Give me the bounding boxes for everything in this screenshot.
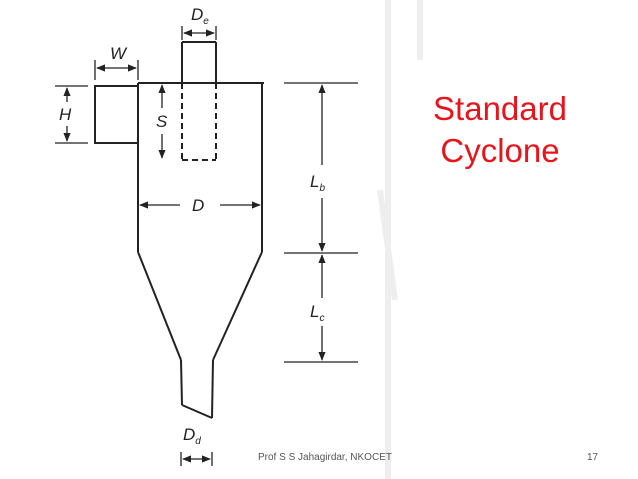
label-H: H [59, 105, 72, 124]
slide-title-line2: Cyclone [440, 132, 560, 169]
label-Lc: Lc [310, 302, 324, 324]
footer-author: Prof S S Jahagirdar, NKOCET [258, 452, 392, 463]
label-Lb: Lb [310, 172, 325, 194]
slide-title-line1: Standard [433, 90, 567, 127]
dimension-lines [55, 26, 358, 466]
label-W: W [110, 44, 128, 63]
vortex-finder-hidden [181, 83, 217, 161]
slide-title: Standard Cyclone [405, 88, 595, 172]
footer-page-number: 17 [587, 452, 599, 463]
label-S: S [156, 112, 168, 131]
label-D: D [192, 196, 204, 215]
label-Dd: Dd [183, 425, 201, 447]
label-De: De [191, 5, 209, 27]
background-decoration [377, 0, 423, 479]
cyclone-body [94, 41, 264, 419]
